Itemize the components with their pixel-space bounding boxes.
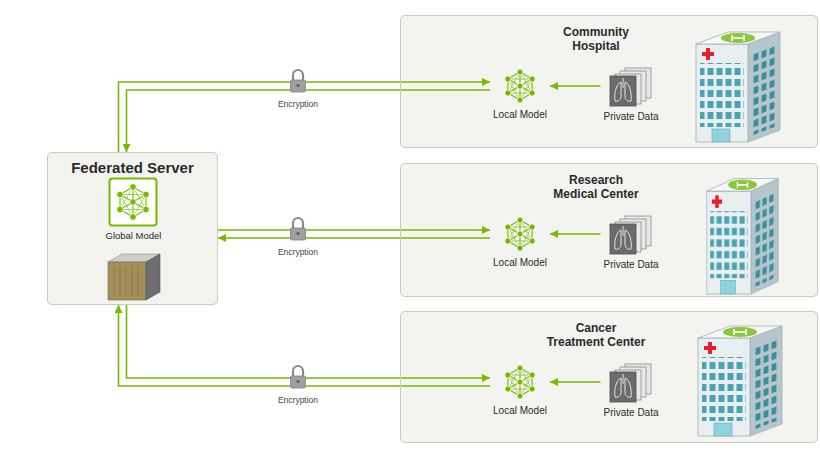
connector-arrow: [218, 229, 490, 231]
private-data: Private Data: [600, 362, 661, 420]
edge-label-holder: Encryption: [276, 395, 320, 405]
lock-symbol: [291, 218, 306, 240]
site-panel: Cancer Treatment CenterLocal Model Privat…: [400, 311, 818, 443]
node-label: Local Model: [490, 106, 550, 122]
scan-stack-symbol: [610, 68, 651, 106]
local-model: Local Model: [490, 214, 550, 270]
private-data: Private Data: [600, 66, 661, 124]
data-icon: [609, 362, 653, 404]
node-label: Private Data: [600, 108, 661, 124]
model-icon: [500, 66, 540, 106]
edge-label: Encryption: [276, 395, 320, 405]
data-icon: [609, 66, 653, 108]
connector-arrow: [550, 233, 601, 235]
server-box: Federated ServerGlobal Model: [47, 152, 218, 305]
scan-stack-symbol: [610, 216, 651, 254]
server-hardware: [108, 254, 160, 300]
connector-arrow: [127, 305, 491, 378]
panel-heading: Cancer Treatment Center: [546, 321, 647, 350]
private-data: Private Data: [600, 214, 661, 272]
network-symbol: [505, 69, 535, 103]
model-icon: [108, 177, 158, 227]
connector-arrow: [119, 305, 491, 386]
site-name: Research Medical Center: [550, 173, 642, 202]
site-panel: Community HospitalLocal Model Private Dat…: [400, 15, 818, 148]
local-model: Local Model: [490, 362, 550, 418]
panel-heading: Research Medical Center: [550, 173, 642, 202]
network-symbol: [505, 365, 535, 399]
hospital-illustration: [696, 32, 780, 142]
node-title: Federated Server: [48, 159, 217, 178]
model-icon: [500, 362, 540, 402]
lock-symbol: [291, 366, 306, 388]
connector-arrow: [550, 381, 601, 383]
network-symbol: [117, 184, 150, 221]
server-panel-fill: [47, 152, 218, 305]
scan-stack-symbol: [610, 364, 651, 402]
model-icon: [500, 214, 540, 254]
site-name: Community Hospital: [550, 25, 642, 54]
node-label: Global Model: [103, 227, 165, 242]
connector-arrow: [218, 237, 490, 239]
data-icon: [609, 214, 653, 256]
node-label: Private Data: [600, 404, 661, 420]
edge-label-holder: Encryption: [276, 99, 320, 109]
global-model: Global Model: [103, 177, 165, 242]
network-symbol: [505, 217, 535, 251]
site-panel-fill: [400, 311, 818, 443]
panel-heading: Community Hospital: [550, 25, 642, 54]
edge-label: Encryption: [276, 247, 320, 257]
node-label: Local Model: [490, 254, 550, 270]
connector-arrow: [550, 85, 601, 87]
hospital-illustration: [707, 179, 778, 295]
lock-symbol: [291, 70, 306, 92]
node-label: Private Data: [600, 256, 661, 272]
site-name: Cancer Treatment Center: [546, 321, 647, 350]
node-label: Local Model: [490, 402, 550, 418]
connector-arrow: [119, 82, 491, 152]
local-model: Local Model: [490, 66, 550, 122]
edge-label-holder: Encryption: [276, 247, 320, 257]
site-panel: Research Medical CenterLocal Model Privat…: [400, 163, 818, 297]
hospital-illustration: [698, 326, 782, 436]
connector-arrow: [127, 90, 491, 152]
edge-label: Encryption: [276, 99, 320, 109]
